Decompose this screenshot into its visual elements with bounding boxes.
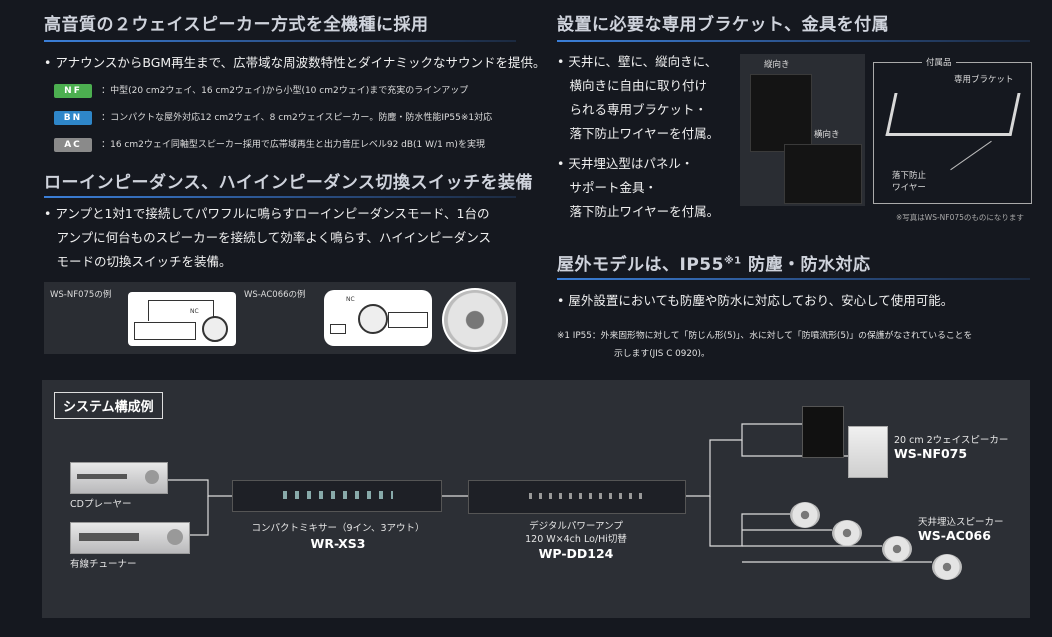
lineup-row-bn: BN ：コンパクトな屋外対応12 cm2ウェイ、8 cm2ウェイスピーカー。防塵… (54, 105, 492, 125)
bracket-line: 落下防止ワイヤーを付属。 (557, 126, 720, 141)
impedance-line: モードの切換スイッチを装備。 (44, 254, 232, 269)
lineup-text-ac: ：16 cm2ウェイ同軸型スピーカー採用で広帯域再生と出力音圧レベル92 dB(… (101, 140, 485, 150)
speaker-ac066-description: 天井埋込スピーカー (918, 517, 1004, 528)
nc-label-nf: NC (190, 308, 199, 315)
bracket-photo (885, 93, 1021, 136)
ceiling-speaker-icon (932, 554, 962, 580)
amp-model: WP-DD124 (538, 546, 614, 561)
tag-ac: AC (54, 138, 92, 152)
ceiling-speaker-icon (832, 520, 862, 546)
ip55-footnote-2: 示します(JIS C 0920)。 (614, 349, 710, 359)
section-title-two-way: 高音質の２ウェイスピーカー方式を全機種に採用 (44, 15, 429, 35)
label-horizontal: 横向き (814, 130, 840, 140)
impedance-line: • アンプと1対1で接続してパワフルに鳴らすローインピーダンスモード、1台の (44, 206, 490, 221)
lineup-text-nf: ：中型(20 cm2ウェイ、16 cm2ウェイ)から小型(10 cm2ウェイ)ま… (101, 86, 469, 96)
mixer-device (232, 480, 442, 512)
two-way-bullet: アナウンスからBGM再生まで、広帯域な周波数特性とダイナミックなサウンドを提供。 (44, 52, 545, 71)
rotary-switch-icon (202, 316, 228, 342)
wire-photo (950, 140, 992, 171)
section-underline (557, 278, 1030, 280)
bracket-bullet-2: • 天井埋込型はパネル・ サポート金具・ 落下防止ワイヤーを付属。 (557, 152, 719, 224)
wire-label-line: ワイヤー (892, 183, 926, 193)
ceiling-speaker-icon (790, 502, 820, 528)
bracket-bullet-1: • 天井に、壁に、縦向きに、 横向きに自由に取り付け られる専用ブラケット・ 落… (557, 50, 719, 146)
speaker-white-photo (848, 426, 888, 478)
ip55-title-text: 屋外モデルは、IP55 (557, 255, 724, 275)
ceiling-speaker-icon (882, 536, 912, 562)
wire-label: 落下防止 ワイヤー (892, 169, 926, 193)
bracket-line: • 天井埋込型はパネル・ (557, 156, 694, 171)
bracket-label: 専用ブラケット (954, 75, 1014, 85)
lineup-row-ac: AC ：16 cm2ウェイ同軸型スピーカー採用で広帯域再生と出力音圧レベル92 … (54, 132, 485, 152)
ip55-footnote-1: ※1 IP55：外来固形物に対して「防じん形(5)」、水に対して「防噴流形(5)… (557, 331, 973, 341)
cd-player-label: CDプレーヤー (70, 499, 132, 510)
speaker-orientation-photo: 縦向き 横向き (740, 54, 865, 206)
bracket-line: サポート金具・ (557, 180, 658, 195)
section-title-impedance: ローインピーダンス、ハイインピーダンス切換スイッチを装備 (44, 173, 533, 193)
terminal-block (134, 322, 196, 340)
tag-nf: NF (54, 84, 92, 98)
mixer-knobs (283, 491, 393, 499)
bracket-line: られる専用ブラケット・ (557, 102, 708, 117)
terminal-block (388, 312, 428, 328)
rotary-switch-icon (358, 304, 388, 334)
section-underline (44, 40, 516, 42)
knob-icon (167, 529, 183, 545)
connection-lines (166, 423, 932, 563)
speaker-ac066-model: WS-AC066 (918, 528, 991, 543)
switch-label-box (330, 324, 346, 334)
wire-label-line: 落下防止 (892, 171, 927, 181)
ip55-title-sup: ※1 (723, 255, 742, 267)
mixer-description: コンパクトミキサー（9イン、3アウト） (251, 523, 425, 534)
tuner-display (79, 533, 139, 541)
tuner-label: 有線チューナー (70, 559, 137, 570)
wire-path (148, 300, 214, 321)
speaker-black-photo (802, 406, 844, 458)
example-label-ac066: WS-AC066の例 (244, 290, 306, 300)
ac066-terminal-illustration: NC (324, 290, 432, 346)
lineup-row-nf: NF ：中型(20 cm2ウェイ、16 cm2ウェイ)から小型(10 cm2ウェ… (54, 78, 468, 98)
ip55-bullet: 屋外設置においても防塵や防水に対応しており、安心して使用可能。 (557, 290, 953, 309)
system-title: システム構成例 (54, 392, 163, 419)
speaker-nf075-description: 20 cm 2ウェイスピーカー (894, 435, 1009, 446)
bracket-line: • 天井に、壁に、縦向きに、 (557, 54, 718, 69)
ceiling-speaker-photo (442, 288, 508, 352)
example-label-nf075: WS-NF075の例 (50, 290, 112, 300)
section-title-bracket: 設置に必要な専用ブラケット、金具を付属 (557, 15, 890, 35)
switch-example-panel: WS-NF075の例 WS-AC066の例 NC NC (44, 282, 516, 354)
mixer-model: WR-XS3 (310, 536, 366, 551)
speaker-horizontal-photo (784, 144, 862, 204)
ip55-title-tail: 防塵・防水対応 (741, 255, 871, 275)
section-underline (44, 196, 516, 198)
amp-description-2: 120 W×4ch Lo/Hi切替 (525, 534, 627, 545)
speaker-nf075-model: WS-NF075 (894, 446, 968, 461)
nf075-terminal-illustration: NC (128, 292, 236, 346)
amp-device (468, 480, 686, 514)
amp-description-1: デジタルパワーアンプ (529, 521, 623, 532)
lineup-text-bn: ：コンパクトな屋外対応12 cm2ウェイ、8 cm2ウェイスピーカー。防塵・防水… (101, 113, 493, 123)
disc-tray (77, 474, 127, 479)
speaker-vertical-photo (750, 74, 812, 152)
cd-player-device (70, 462, 168, 494)
nc-label-ac: NC (346, 296, 355, 303)
accessories-label: 付属品 (922, 56, 956, 68)
knob-icon (145, 470, 159, 484)
section-title-ip55: 屋外モデルは、IP55※1 防塵・防水対応 (557, 250, 871, 275)
photo-note: ※写真はWS-NF075のものになります (896, 213, 1024, 222)
tag-bn: BN (54, 111, 92, 125)
impedance-line: アンプに何台ものスピーカーを接続して効率よく鳴らす、ハイインピーダンス (44, 230, 492, 245)
label-vertical: 縦向き (764, 60, 790, 70)
accessories-box: 付属品 専用ブラケット 落下防止 ワイヤー (873, 56, 1032, 204)
impedance-paragraph: • アンプと1対1で接続してパワフルに鳴らすローインピーダンスモード、1台の ア… (44, 202, 491, 274)
amp-controls (529, 493, 649, 499)
bracket-line: 落下防止ワイヤーを付属。 (557, 204, 720, 219)
system-diagram-panel: システム構成例 CDプレーヤー 有線チューナー コンパクトミキサー（9イン、3ア… (42, 380, 1030, 618)
bracket-line: 横向きに自由に取り付け (557, 78, 708, 93)
section-underline (557, 40, 1030, 42)
tuner-device (70, 522, 190, 554)
